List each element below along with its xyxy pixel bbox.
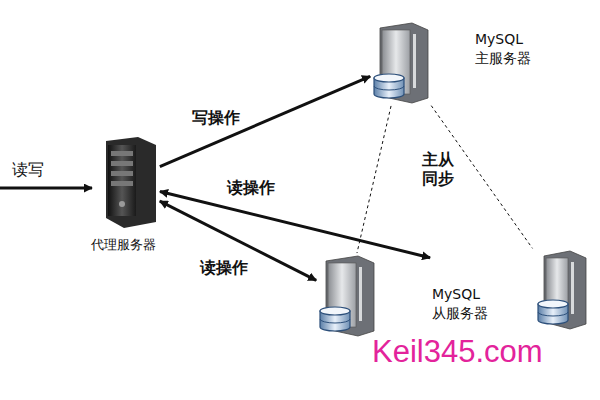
server-label: 代理服务器: [91, 236, 156, 254]
request-arrow: [160, 192, 430, 258]
server-label: MySQL 从服务器: [432, 285, 496, 323]
mysql-server-node: MySQL 主服务器: [372, 22, 539, 104]
request-arrow: [160, 201, 316, 280]
proxy-server-node: 代理服务器: [88, 135, 158, 254]
sync-line: [357, 106, 391, 253]
watermark: Keil345.com: [370, 333, 545, 370]
edge-label: 读操作: [225, 178, 277, 197]
annotation-label: 读写: [10, 160, 46, 179]
mysql-server-icon: [372, 22, 430, 104]
annotation-label: 主从同步: [420, 150, 458, 188]
mysql-server-node: [318, 255, 376, 337]
edge-label: 读操作: [198, 258, 250, 277]
mysql-server-node: MySQL 从服务器: [432, 250, 588, 330]
server-label: MySQL 主服务器: [475, 30, 539, 68]
mysql-server-icon: [536, 250, 588, 330]
mysql-server-icon: [318, 255, 376, 337]
edge-label: 写操作: [190, 108, 242, 127]
input-arrow: [0, 187, 92, 190]
request-arrow: [160, 76, 370, 166]
proxy-server-icon: [88, 135, 158, 230]
